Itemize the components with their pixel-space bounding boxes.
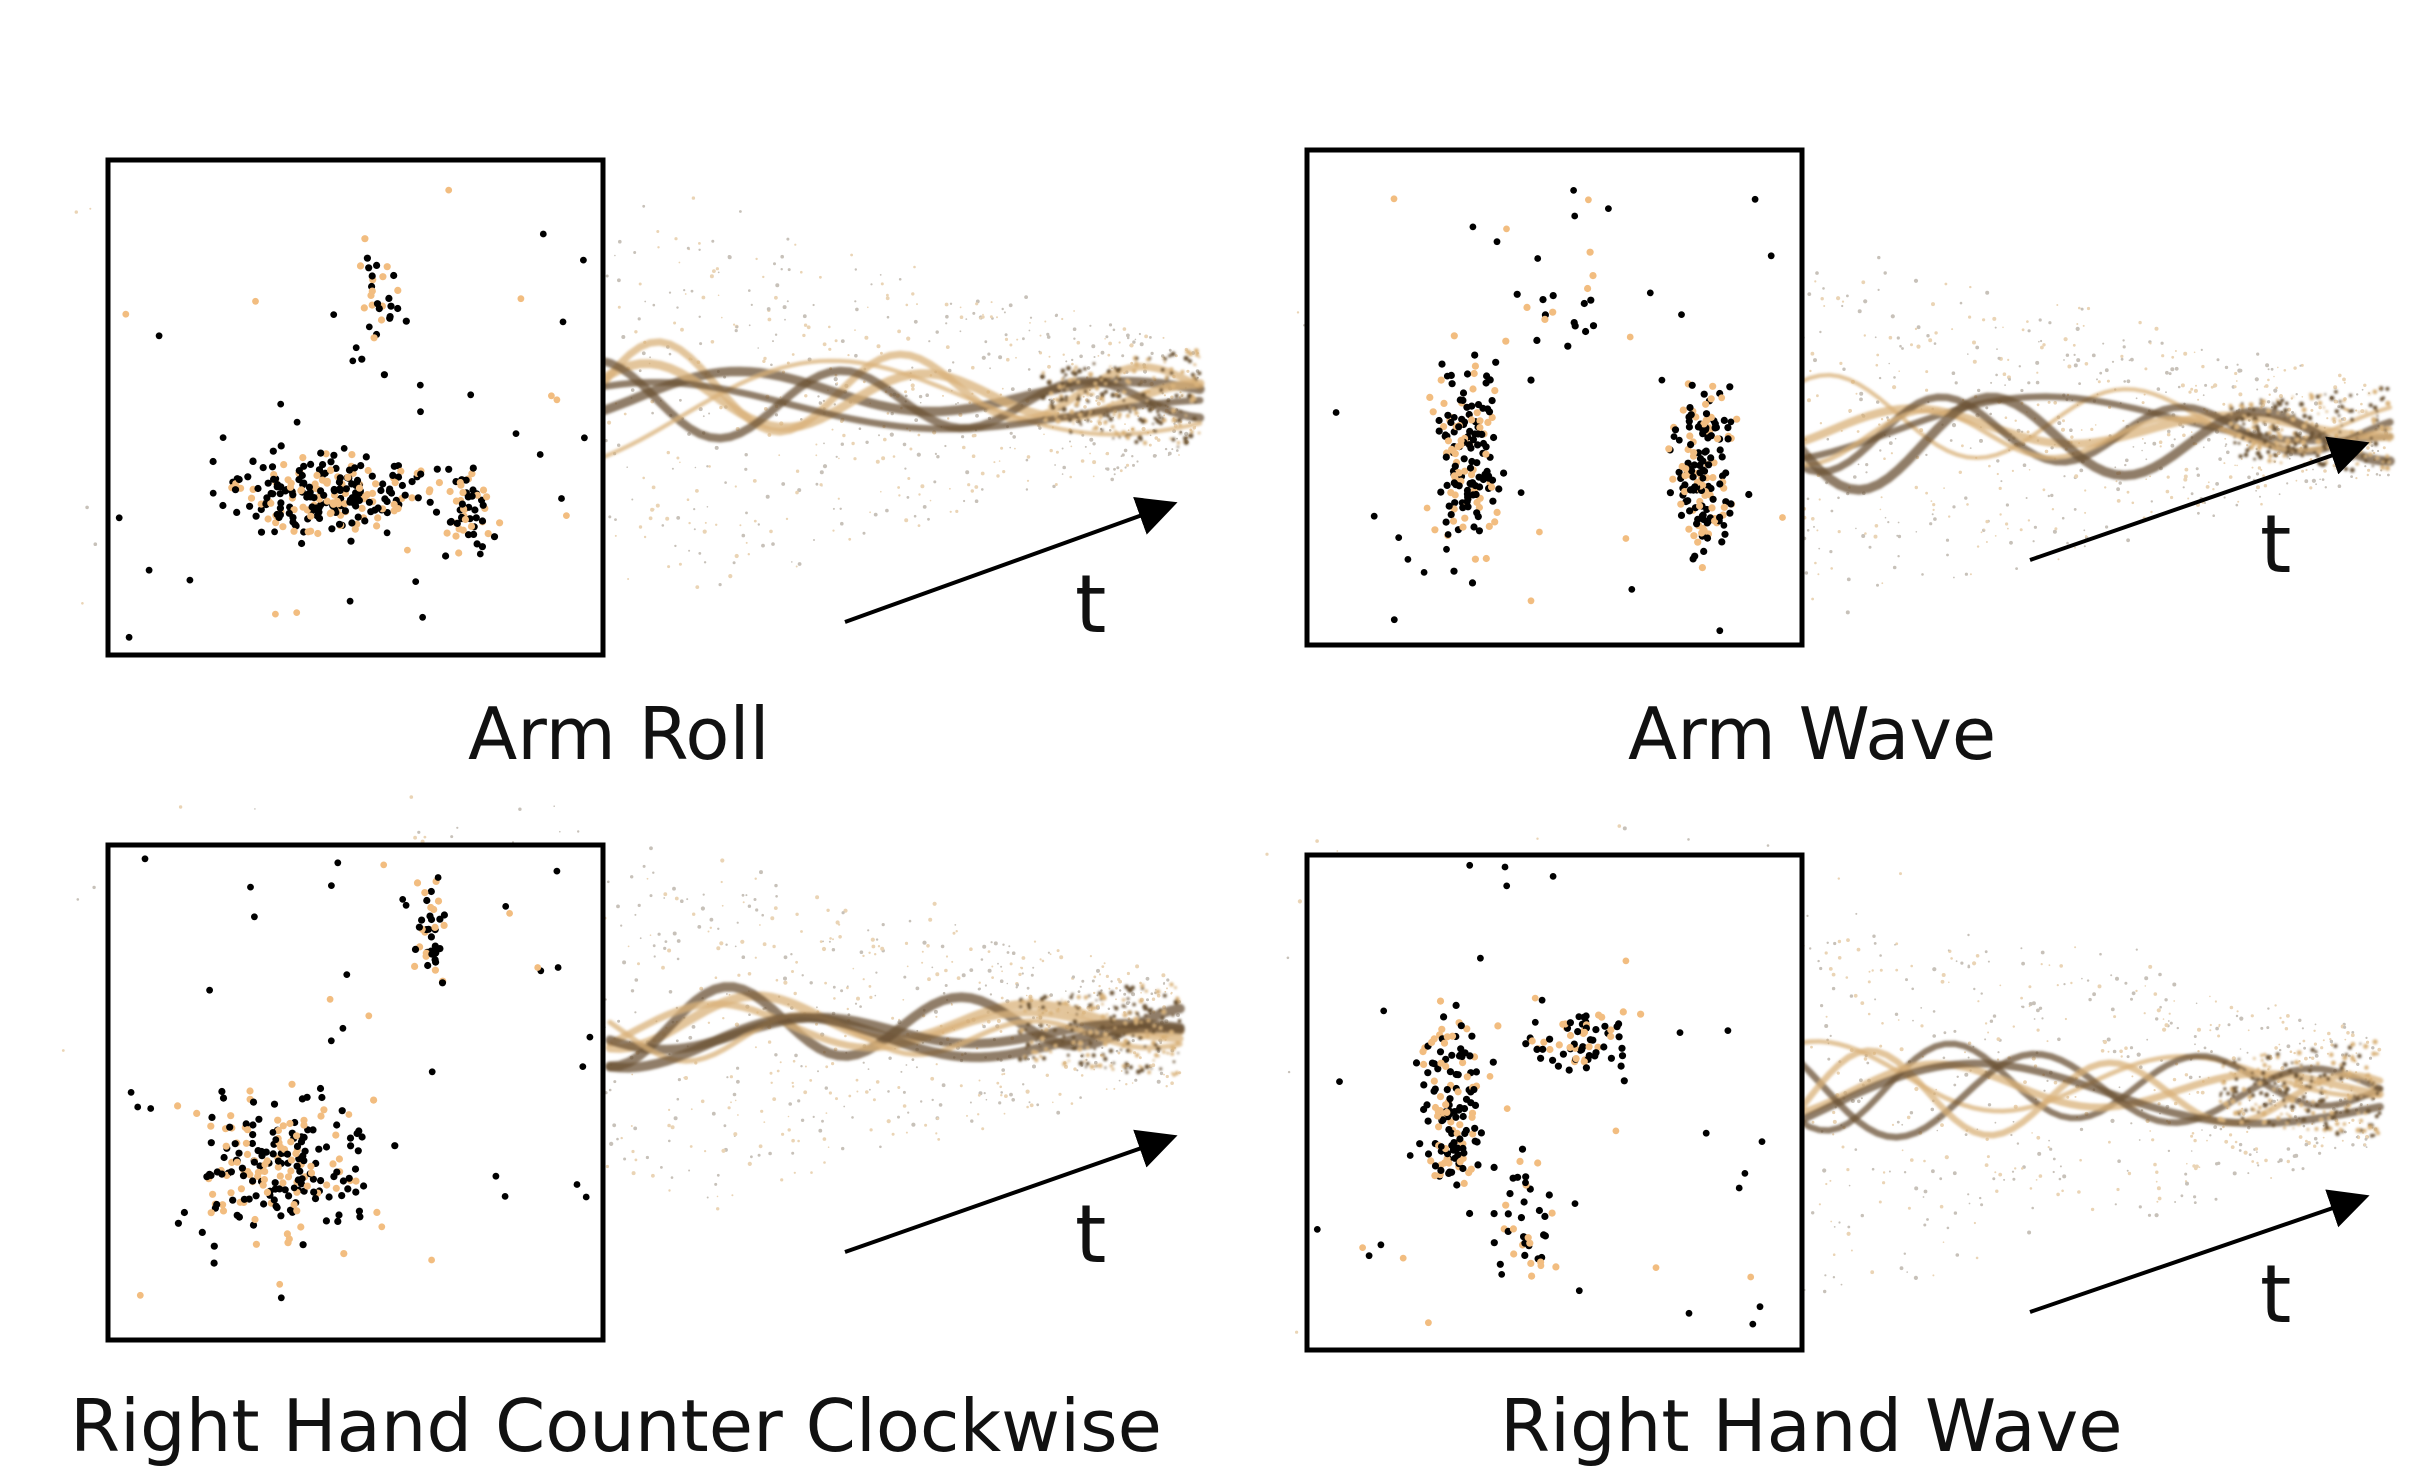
panel-right-hand-wave <box>1265 824 2384 1353</box>
time-label-arm-wave: t <box>2260 498 2292 591</box>
time-arrow-right-hand-wave <box>2029 1189 2370 1314</box>
event-points-right-hand-wave <box>1313 861 1766 1328</box>
caption-right-hand-ccw: Right Hand Counter Clockwise <box>70 1384 1162 1468</box>
time-arrow-arm-wave <box>2029 436 2370 562</box>
event-points-right-hand-ccw <box>127 855 594 1302</box>
time-arrow-right-hand-ccw <box>844 1129 1178 1254</box>
caption-right-hand-wave: Right Hand Wave <box>1500 1384 2123 1468</box>
caption-arm-wave: Arm Wave <box>1628 692 1997 776</box>
inset-frame-right-hand-ccw <box>105 842 606 1343</box>
trajectory-arm-roll <box>595 338 1205 461</box>
panel-right-hand-ccw <box>61 795 1185 1343</box>
panel-arm-roll <box>74 157 1205 658</box>
time-label-arm-roll: t <box>1075 558 1107 651</box>
trajectory-arm-wave <box>1795 372 2395 495</box>
inset-frame-right-hand-wave <box>1304 852 1805 1353</box>
event-points-arm-roll <box>115 186 588 641</box>
inset-frame-arm-wave <box>1304 147 1805 648</box>
caption-arm-roll: Arm Roll <box>468 692 770 776</box>
trajectory-right-hand-wave <box>1796 1038 2384 1141</box>
panel-arm-wave <box>1296 147 2395 648</box>
event-points-arm-wave <box>1332 187 1786 635</box>
time-label-right-hand-wave: t <box>2260 1248 2292 1341</box>
time-arrow-arm-roll <box>844 497 1178 624</box>
inset-frame-arm-roll <box>105 157 606 658</box>
trajectory-right-hand-ccw <box>605 982 1185 1077</box>
time-label-right-hand-ccw: t <box>1075 1188 1107 1281</box>
